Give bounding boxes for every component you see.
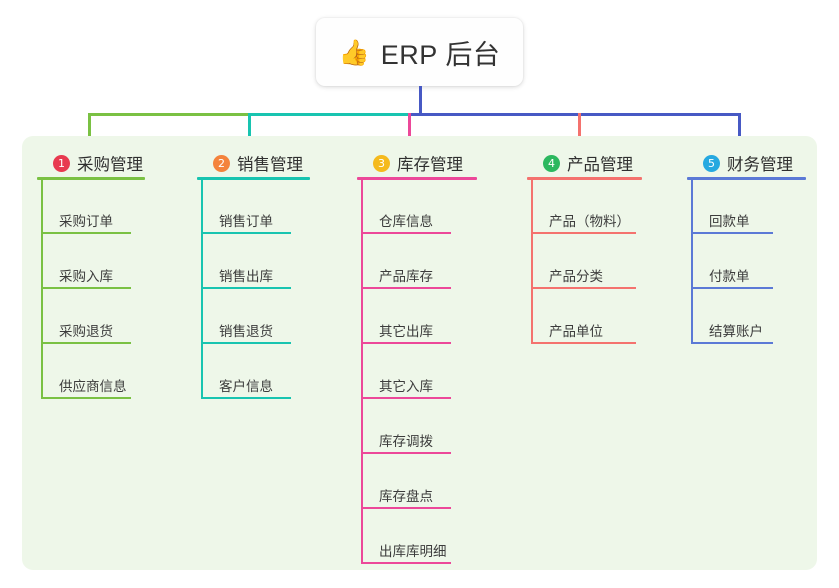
branch-badge-4: 4	[543, 154, 560, 172]
branch-title-3: 库存管理	[397, 156, 463, 174]
root-node-title: ERP 后台	[380, 39, 501, 70]
thumbs-up-icon: 👍	[338, 37, 370, 67]
leaf-item-label[interactable]: 销售退货	[219, 324, 273, 339]
bus-segment-mid	[248, 113, 411, 116]
leaf-item-rule	[531, 287, 636, 289]
leaf-item-label[interactable]: 回款单	[709, 214, 750, 229]
branch-panel	[22, 136, 817, 570]
branch-title-4: 产品管理	[567, 156, 633, 174]
leaf-item-label[interactable]: 产品分类	[549, 269, 603, 284]
leaf-item-rule	[691, 232, 773, 234]
leaf-item-label[interactable]: 结算账户	[709, 324, 763, 339]
leaf-item-label[interactable]: 销售订单	[219, 214, 273, 229]
branch-badge-1: 1	[53, 154, 70, 172]
leaf-item-label[interactable]: 产品单位	[549, 324, 603, 339]
branch-header-rule-4	[527, 177, 642, 180]
leaf-item-label[interactable]: 采购订单	[59, 214, 113, 229]
leaf-item-label[interactable]: 其它出库	[379, 324, 433, 339]
leaf-item-rule	[361, 342, 451, 344]
leaf-item-rule	[201, 232, 291, 234]
leaf-item-rule	[361, 232, 451, 234]
branch-trunk-3	[361, 177, 363, 562]
leaf-item-label[interactable]: 供应商信息	[59, 379, 127, 394]
branch-header-rule-5	[687, 177, 806, 180]
leaf-item-label[interactable]: 库存盘点	[379, 489, 433, 504]
bus-segment-left	[88, 113, 251, 116]
branch-title-5: 财务管理	[727, 156, 793, 174]
leaf-item-label[interactable]: 采购退货	[59, 324, 113, 339]
branch-header-3[interactable]: 3 库存管理	[357, 150, 463, 176]
branch-title-2: 销售管理	[237, 156, 303, 174]
branch-header-4[interactable]: 4 产品管理	[527, 150, 633, 176]
branch-stub-2	[248, 113, 251, 146]
branch-stub-1	[88, 113, 91, 146]
leaf-item-rule	[361, 562, 451, 564]
leaf-item-rule	[691, 287, 773, 289]
root-node[interactable]: 👍 ERP 后台	[316, 18, 523, 86]
leaf-item-rule	[201, 397, 291, 399]
root-stem	[419, 86, 422, 116]
leaf-item-rule	[41, 287, 131, 289]
leaf-item-rule	[691, 342, 773, 344]
branch-trunk-5	[691, 177, 693, 342]
leaf-item-label[interactable]: 付款单	[709, 269, 750, 284]
branch-badge-3: 3	[373, 154, 390, 172]
leaf-item-label[interactable]: 其它入库	[379, 379, 433, 394]
branch-stub-4	[578, 113, 581, 146]
branch-stub-3	[408, 113, 411, 146]
branch-header-rule-3	[357, 177, 477, 180]
branch-trunk-4	[531, 177, 533, 342]
leaf-item-rule	[361, 507, 451, 509]
branch-stub-5	[738, 113, 741, 146]
leaf-item-rule	[361, 397, 451, 399]
root-node-content: 👍 ERP 后台	[339, 33, 501, 72]
leaf-item-label[interactable]: 客户信息	[219, 379, 273, 394]
leaf-item-label[interactable]: 仓库信息	[379, 214, 433, 229]
leaf-item-rule	[41, 397, 131, 399]
branch-badge-5: 5	[703, 154, 720, 172]
leaf-item-rule	[531, 232, 636, 234]
leaf-item-rule	[201, 342, 291, 344]
leaf-item-label[interactable]: 库存调拨	[379, 434, 433, 449]
leaf-item-label[interactable]: 采购入库	[59, 269, 113, 284]
branch-title-1: 采购管理	[77, 156, 143, 174]
leaf-item-rule	[41, 232, 131, 234]
leaf-item-label[interactable]: 产品（物料）	[549, 214, 630, 229]
leaf-item-rule	[361, 287, 451, 289]
branch-header-5[interactable]: 5 财务管理	[687, 150, 793, 176]
branch-badge-2: 2	[213, 154, 230, 172]
branch-header-2[interactable]: 2 销售管理	[197, 150, 303, 176]
branch-header-rule-1	[37, 177, 145, 180]
leaf-item-rule	[41, 342, 131, 344]
leaf-item-rule	[531, 342, 636, 344]
leaf-item-label[interactable]: 出库库明细	[379, 544, 447, 559]
bus-segment-right	[408, 113, 741, 116]
branch-header-rule-2	[197, 177, 310, 180]
leaf-item-label[interactable]: 产品库存	[379, 269, 433, 284]
branch-header-1[interactable]: 1 采购管理	[37, 150, 143, 176]
leaf-item-rule	[201, 287, 291, 289]
leaf-item-label[interactable]: 销售出库	[219, 269, 273, 284]
leaf-item-rule	[361, 452, 451, 454]
